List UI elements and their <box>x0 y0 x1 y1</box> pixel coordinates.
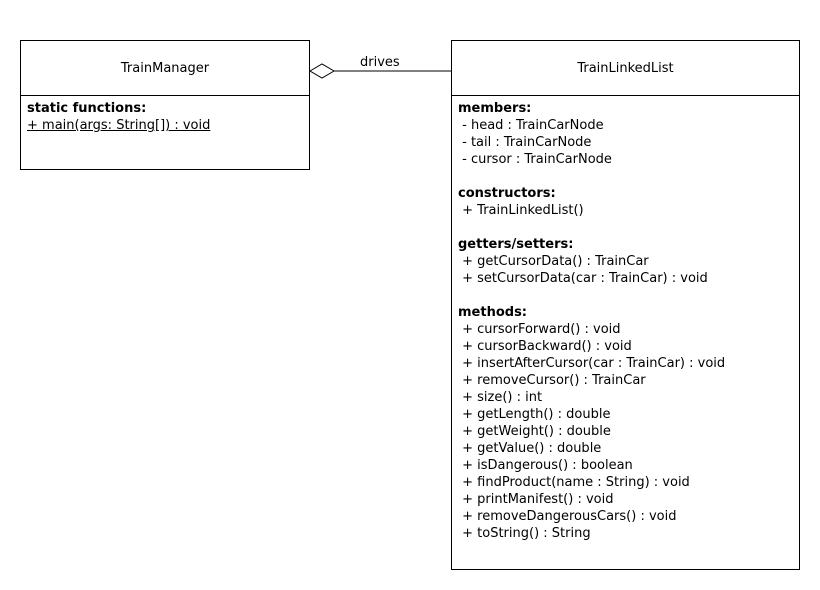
accessor-item: + setCursorData(car : TrainCar) : void <box>458 271 708 286</box>
method-item: + cursorBackward() : void <box>458 339 632 354</box>
class-name-trainlinkedlist: TrainLinkedList <box>452 41 799 96</box>
constructor-item: + TrainLinkedList() <box>458 203 584 218</box>
method-item: + toString() : String <box>458 526 591 541</box>
method-item: + removeCursor() : TrainCar <box>458 373 646 388</box>
method-item: + isDangerous() : boolean <box>458 458 633 473</box>
aggregation-diamond-icon <box>309 63 335 79</box>
section-spacer <box>458 219 793 236</box>
member-item: - tail : TrainCarNode <box>458 135 592 150</box>
method-item: + getValue() : double <box>458 441 602 456</box>
member-item: - head : TrainCarNode <box>458 118 604 133</box>
member-item: - cursor : TrainCarNode <box>458 152 612 167</box>
method-item: + size() : int <box>458 390 543 405</box>
section-title: static functions: <box>27 101 147 116</box>
class-name-trainmanager: TrainManager <box>21 41 309 96</box>
method-item: + insertAfterCursor(car : TrainCar) : vo… <box>458 356 726 371</box>
method-item: + cursorForward() : void <box>458 322 621 337</box>
class-box-trainlinkedlist[interactable]: TrainLinkedList members: - head : TrainC… <box>451 40 800 570</box>
association-label: drives <box>360 55 400 70</box>
class-body-trainmanager: static functions: + main(args: String[])… <box>21 96 309 134</box>
section-title: getters/setters: <box>458 237 574 252</box>
section-title: members: <box>458 101 532 116</box>
static-method-item: + main(args: String[]) : void <box>27 118 211 133</box>
method-item: + getLength() : double <box>458 407 611 422</box>
class-box-trainmanager[interactable]: TrainManager static functions: + main(ar… <box>20 40 310 170</box>
method-item: + printManifest() : void <box>458 492 614 507</box>
section-title: constructors: <box>458 186 556 201</box>
method-item: + getWeight() : double <box>458 424 611 439</box>
method-item: + removeDangerousCars() : void <box>458 509 677 524</box>
method-item: + findProduct(name : String) : void <box>458 475 690 490</box>
section-spacer <box>458 168 793 185</box>
section-title: methods: <box>458 305 528 320</box>
accessor-item: + getCursorData() : TrainCar <box>458 254 649 269</box>
class-body-trainlinkedlist: members: - head : TrainCarNode - tail : … <box>452 96 799 542</box>
section-spacer <box>458 287 793 304</box>
